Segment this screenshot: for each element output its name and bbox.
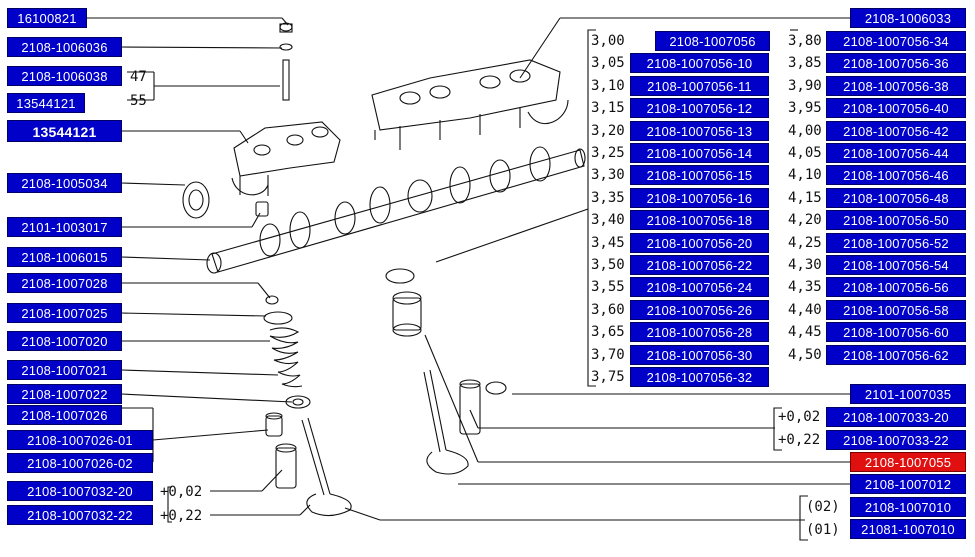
- shim-thickness: 3,60: [591, 301, 625, 318]
- shim-thickness: 3,00: [591, 33, 625, 49]
- shim-part-label[interactable]: 2108-1007056-44: [826, 143, 966, 163]
- shim-part-label[interactable]: 2108-1007056-18: [630, 210, 769, 231]
- shim-thickness: 4,25: [788, 234, 822, 251]
- shim-thickness: 4,50: [788, 346, 822, 363]
- shim-thickness: 3,10: [591, 77, 625, 94]
- shim-part-label[interactable]: 2108-1007056-15: [630, 165, 769, 186]
- shim-thickness: 3,85: [788, 55, 822, 72]
- shim-part-label[interactable]: 2108-1007056-13: [630, 120, 769, 141]
- part-label-2108-1007020[interactable]: 2108-1007020: [7, 331, 122, 351]
- shim-part-label[interactable]: 2108-1007056-48: [826, 187, 966, 208]
- shim-part-label[interactable]: 2108-1007056-26: [630, 299, 769, 320]
- part-label-13544121-bold[interactable]: 13544121: [7, 120, 122, 142]
- shim-part-label[interactable]: 2108-1007056-56: [826, 277, 966, 298]
- part-label-2108-1007026-02[interactable]: 2108-1007026-02: [7, 453, 153, 473]
- shim-thickness: 4,15: [788, 189, 822, 206]
- part-label-2108-1006036[interactable]: 2108-1006036: [7, 37, 122, 57]
- shim-thickness: 3,30: [591, 167, 625, 184]
- shim-part-label[interactable]: 2108-1007056-50: [826, 210, 966, 231]
- shim-part-label[interactable]: 2108-1007056-52: [826, 232, 966, 253]
- shim-thickness: 4,40: [788, 301, 822, 318]
- part-label-2101-1003017[interactable]: 2101-1003017: [7, 217, 122, 237]
- shim-thickness: 3,55: [591, 279, 625, 296]
- shim-thickness: 3,80: [788, 33, 822, 49]
- shim-thickness: 3,95: [788, 100, 822, 117]
- shim-part-label[interactable]: 2108-1007056-12: [630, 98, 769, 119]
- stud-length-55: 55: [130, 93, 147, 109]
- guide-oversize-022: +0,22: [778, 432, 821, 448]
- shim-thickness: 3,65: [591, 324, 625, 341]
- shim-part-label[interactable]: 2108-1007056-28: [630, 322, 769, 343]
- seat-oversize-002: +0,02: [160, 484, 203, 500]
- shim-part-label[interactable]: 2108-1007056-30: [630, 344, 769, 365]
- shim-part-label[interactable]: 2108-1007056-22: [630, 255, 769, 275]
- shim-part-label[interactable]: 2108-1007056-54: [826, 255, 966, 275]
- shim-part-label[interactable]: 2108-1007056-34: [826, 31, 966, 51]
- shim-thickness: 3,05: [591, 55, 625, 72]
- shim-part-label[interactable]: 2108-1007056-36: [826, 53, 966, 74]
- valve-code-01: (01): [806, 522, 840, 538]
- shim-thickness: 3,70: [591, 346, 625, 363]
- shim-thickness: 4,05: [788, 145, 822, 161]
- shim-part-label[interactable]: 2108-1007056-42: [826, 120, 966, 141]
- part-label-2108-1007026[interactable]: 2108-1007026: [7, 405, 122, 425]
- shim-thickness: 3,40: [591, 212, 625, 229]
- shim-thickness: 3,90: [788, 77, 822, 94]
- shim-part-label[interactable]: 2108-1007056-10: [630, 53, 769, 74]
- guide-oversize-002: +0,02: [778, 409, 821, 425]
- part-label-13544121[interactable]: 13544121: [7, 93, 85, 113]
- shim-thickness: 3,35: [591, 189, 625, 206]
- shim-part-label[interactable]: 2108-1007056-58: [826, 299, 966, 320]
- part-label-2108-1007010[interactable]: 2108-1007010: [850, 497, 966, 517]
- seat-oversize-022: +0,22: [160, 508, 203, 524]
- shim-thickness: 3,25: [591, 145, 625, 161]
- shim-part-label[interactable]: 2108-1007056-16: [630, 187, 769, 208]
- part-label-2108-1007012[interactable]: 2108-1007012: [850, 474, 966, 494]
- shim-part-label[interactable]: 2108-1007056-11: [630, 75, 769, 96]
- shim-part-label[interactable]: 2108-1007056: [655, 31, 770, 51]
- part-label-2108-1006038[interactable]: 2108-1006038: [7, 66, 122, 86]
- stud-length-47: 47: [130, 69, 147, 85]
- shim-thickness: 4,30: [788, 257, 822, 273]
- shim-thickness: 3,45: [591, 234, 625, 251]
- shim-thickness: 4,20: [788, 212, 822, 229]
- part-label-2108-1006033[interactable]: 2108-1006033: [850, 8, 966, 28]
- shim-part-label[interactable]: 2108-1007056-46: [826, 165, 966, 186]
- part-label-2108-1007022[interactable]: 2108-1007022: [7, 384, 122, 404]
- part-label-2108-1007021[interactable]: 2108-1007021: [7, 360, 122, 380]
- shim-thickness: 3,50: [591, 257, 625, 273]
- shim-thickness: 4,35: [788, 279, 822, 296]
- shim-part-label[interactable]: 2108-1007056-60: [826, 322, 966, 343]
- part-label-2108-1005034[interactable]: 2108-1005034: [7, 173, 122, 193]
- shim-part-label[interactable]: 2108-1007056-20: [630, 232, 769, 253]
- part-label-2108-1007033-20[interactable]: 2108-1007033-20: [826, 407, 966, 427]
- shim-part-label[interactable]: 2108-1007056-40: [826, 98, 966, 119]
- part-label-2108-1007025[interactable]: 2108-1007025: [7, 303, 122, 323]
- part-label-2108-1007028[interactable]: 2108-1007028: [7, 273, 122, 293]
- shim-part-label[interactable]: 2108-1007056-14: [630, 143, 769, 163]
- shim-thickness: 4,00: [788, 122, 822, 139]
- part-label-2108-1006015[interactable]: 2108-1006015: [7, 247, 122, 267]
- part-label-2108-1007033-22[interactable]: 2108-1007033-22: [826, 430, 966, 450]
- part-label-2108-1007032-20[interactable]: 2108-1007032-20: [7, 481, 153, 501]
- shim-thickness: 3,75: [591, 369, 625, 385]
- shim-part-label[interactable]: 2108-1007056-62: [826, 344, 966, 365]
- part-label-2101-1007035[interactable]: 2101-1007035: [850, 384, 966, 404]
- valve-code-02: (02): [806, 499, 840, 515]
- part-label-2108-1007026-01[interactable]: 2108-1007026-01: [7, 430, 153, 450]
- shim-thickness: 3,20: [591, 122, 625, 139]
- shim-part-label[interactable]: 2108-1007056-24: [630, 277, 769, 298]
- shim-part-label[interactable]: 2108-1007056-32: [630, 367, 769, 387]
- part-label-2108-1007032-22[interactable]: 2108-1007032-22: [7, 505, 153, 525]
- part-label-16100821[interactable]: 16100821: [7, 8, 87, 28]
- shim-thickness: 4,10: [788, 167, 822, 184]
- shim-thickness: 4,45: [788, 324, 822, 341]
- part-label-21081-1007010[interactable]: 21081-1007010: [850, 519, 966, 539]
- shim-part-label[interactable]: 2108-1007056-38: [826, 75, 966, 96]
- shim-thickness: 3,15: [591, 100, 625, 117]
- part-label-2108-1007055[interactable]: 2108-1007055: [850, 452, 966, 472]
